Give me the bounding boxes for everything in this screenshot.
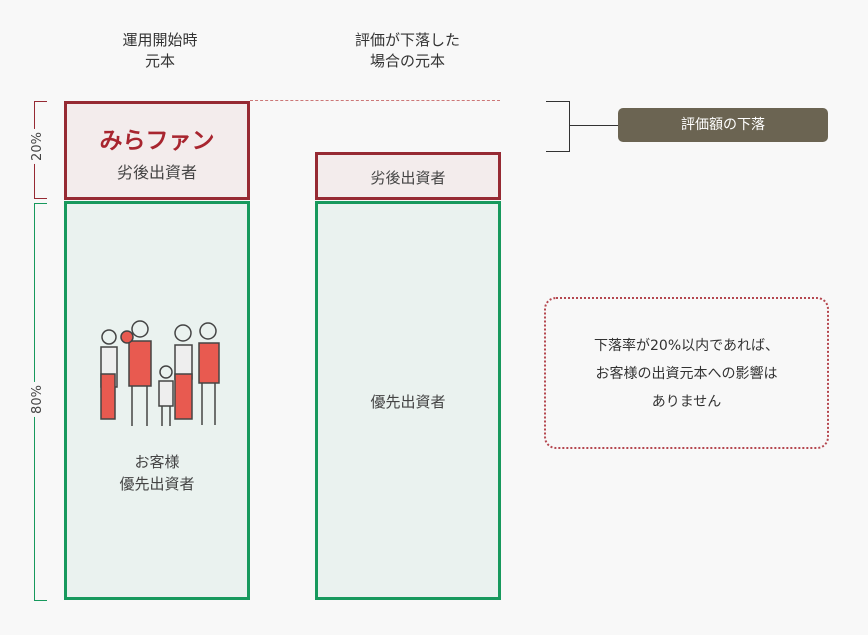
connector-line <box>570 125 618 126</box>
subordinate-label: 劣後出資者 <box>116 163 197 182</box>
label-line: 優先出資者 <box>119 475 195 493</box>
pct-20-label: 20% <box>29 129 45 164</box>
label-line: お客様 <box>134 453 180 471</box>
header-line: 場合の元本 <box>369 52 445 70</box>
decline-label-pill: 評価額の下落 <box>618 108 828 142</box>
note-line: 下落率が20%以内であれば、 <box>594 338 779 354</box>
family-illustration <box>100 320 220 426</box>
senior-box-initial: お客様 優先出資者 <box>64 201 250 600</box>
decline-bracket <box>546 101 570 152</box>
brand-logo: みらファン <box>99 128 215 154</box>
header-line: 元本 <box>144 52 175 70</box>
dashed-reference-line <box>250 100 500 101</box>
pct-80-label: 80% <box>29 382 45 417</box>
header-line: 運用開始時 <box>122 31 198 49</box>
subordinate-box-declined: 劣後出資者 <box>315 152 501 200</box>
subordinate-label: 劣後出資者 <box>370 169 446 187</box>
subordinate-box-initial: みらファン 劣後出資者 <box>64 101 250 200</box>
column-header-declined: 評価が下落した 場合の元本 <box>325 30 490 72</box>
header-line: 評価が下落した <box>354 31 460 49</box>
note-box: 下落率が20%以内であれば、 お客様の出資元本への影響は ありません <box>544 297 829 449</box>
note-line: お客様の出資元本への影響は <box>595 366 778 382</box>
senior-customer-label: お客様 優先出資者 <box>67 451 247 495</box>
senior-label: 優先出資者 <box>370 393 446 411</box>
senior-box-declined: 優先出資者 <box>315 201 501 600</box>
column-header-initial: 運用開始時 元本 <box>90 30 230 72</box>
note-line: ありません <box>651 394 722 410</box>
